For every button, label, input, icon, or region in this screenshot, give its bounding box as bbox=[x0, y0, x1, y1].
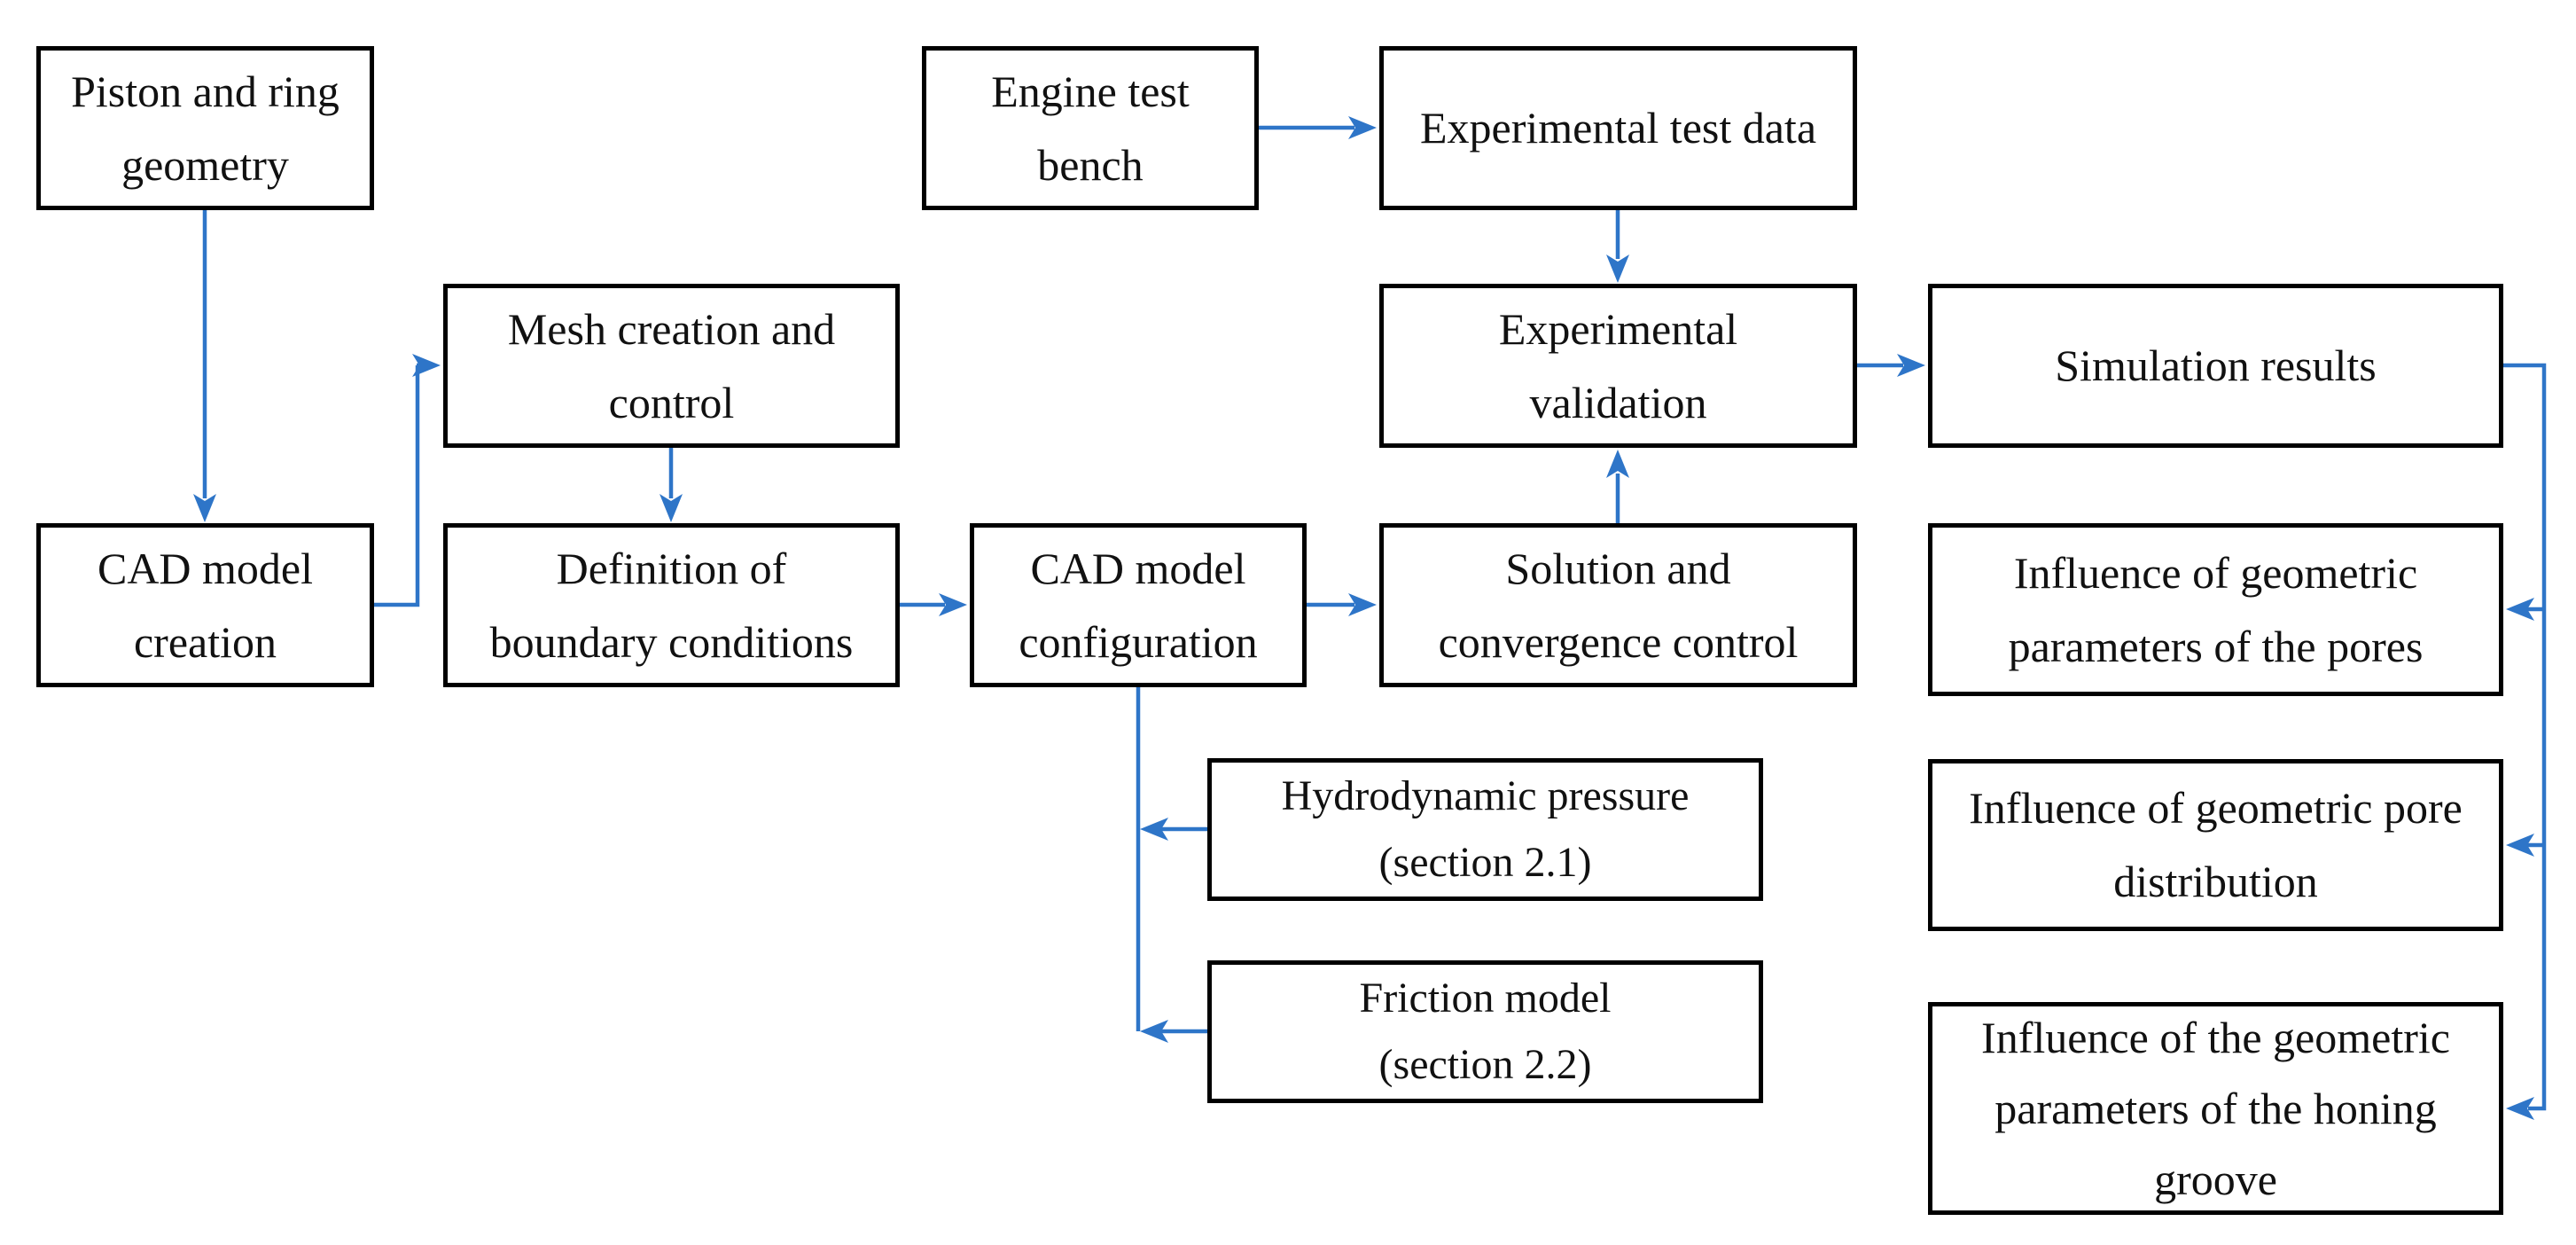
node-experimental-test-data: Experimental test data bbox=[1379, 46, 1857, 210]
node-label: Mesh creation and control bbox=[507, 303, 836, 427]
node-label: CAD model creation bbox=[97, 543, 314, 667]
node-label: Experimental test data bbox=[1419, 103, 1817, 153]
node-label: Engine test bench bbox=[991, 66, 1190, 190]
connector-cad-creation-to-mesh bbox=[374, 354, 441, 607]
node-label: Influence of the geometric parameters of… bbox=[1981, 1013, 2450, 1204]
node-label: Experimental validation bbox=[1498, 303, 1738, 427]
node-influence-of-geometric-parameters-of-the-pores: Influence of geometric parameters of the… bbox=[1928, 523, 2503, 696]
node-cad-model-creation: CAD model creation bbox=[36, 523, 374, 687]
node-engine-test-bench: Engine test bench bbox=[922, 46, 1259, 210]
connector-test-data-to-validation bbox=[1606, 210, 1629, 283]
node-influence-of-honing-groove-parameters: Influence of the geometric parameters of… bbox=[1928, 1002, 2503, 1215]
connector-validation-to-sim-results bbox=[1857, 354, 1925, 377]
node-definition-of-boundary-conditions: Definition of boundary conditions bbox=[443, 523, 900, 687]
node-hydrodynamic-pressure-section-2-1: Hydrodynamic pressure (section 2.1) bbox=[1207, 758, 1763, 901]
node-piston-and-ring-geometry: Piston and ring geometry bbox=[36, 46, 374, 210]
node-mesh-creation-and-control: Mesh creation and control bbox=[443, 284, 900, 448]
connector-definition-to-cad-config bbox=[900, 593, 967, 616]
node-simulation-results: Simulation results bbox=[1928, 284, 2503, 448]
connector-friction-to-cad-config bbox=[1140, 1020, 1207, 1043]
connector-hydro-to-cad-config bbox=[1140, 818, 1207, 841]
node-label: Friction model (section 2.2) bbox=[1359, 975, 1612, 1088]
connector-mesh-to-definition bbox=[660, 448, 683, 522]
connector-solution-to-validation bbox=[1606, 450, 1629, 523]
connector-sim-results-loop bbox=[2503, 363, 2547, 1120]
connector-piston-to-cad-creation bbox=[193, 210, 216, 522]
node-label: Piston and ring geometry bbox=[71, 66, 340, 190]
node-solution-and-convergence-control: Solution and convergence control bbox=[1379, 523, 1857, 687]
node-label: Definition of boundary conditions bbox=[489, 543, 854, 667]
node-label: Simulation results bbox=[2055, 341, 2377, 390]
node-experimental-validation: Experimental validation bbox=[1379, 284, 1857, 448]
connector-engine-to-test-data bbox=[1259, 116, 1377, 139]
node-label: CAD model configuration bbox=[1019, 543, 1258, 667]
node-influence-of-geometric-pore-distribution: Influence of geometric pore distribution bbox=[1928, 759, 2503, 931]
node-cad-model-configuration: CAD model configuration bbox=[970, 523, 1307, 687]
node-label: Hydrodynamic pressure (section 2.1) bbox=[1281, 772, 1690, 886]
node-friction-model-section-2-2: Friction model (section 2.2) bbox=[1207, 960, 1763, 1103]
node-label: Influence of geometric parameters of the… bbox=[2008, 547, 2424, 671]
node-label: Influence of geometric pore distribution bbox=[1969, 783, 2463, 906]
connector-cad-config-to-solution bbox=[1307, 593, 1377, 616]
node-label: Solution and convergence control bbox=[1438, 543, 1799, 667]
